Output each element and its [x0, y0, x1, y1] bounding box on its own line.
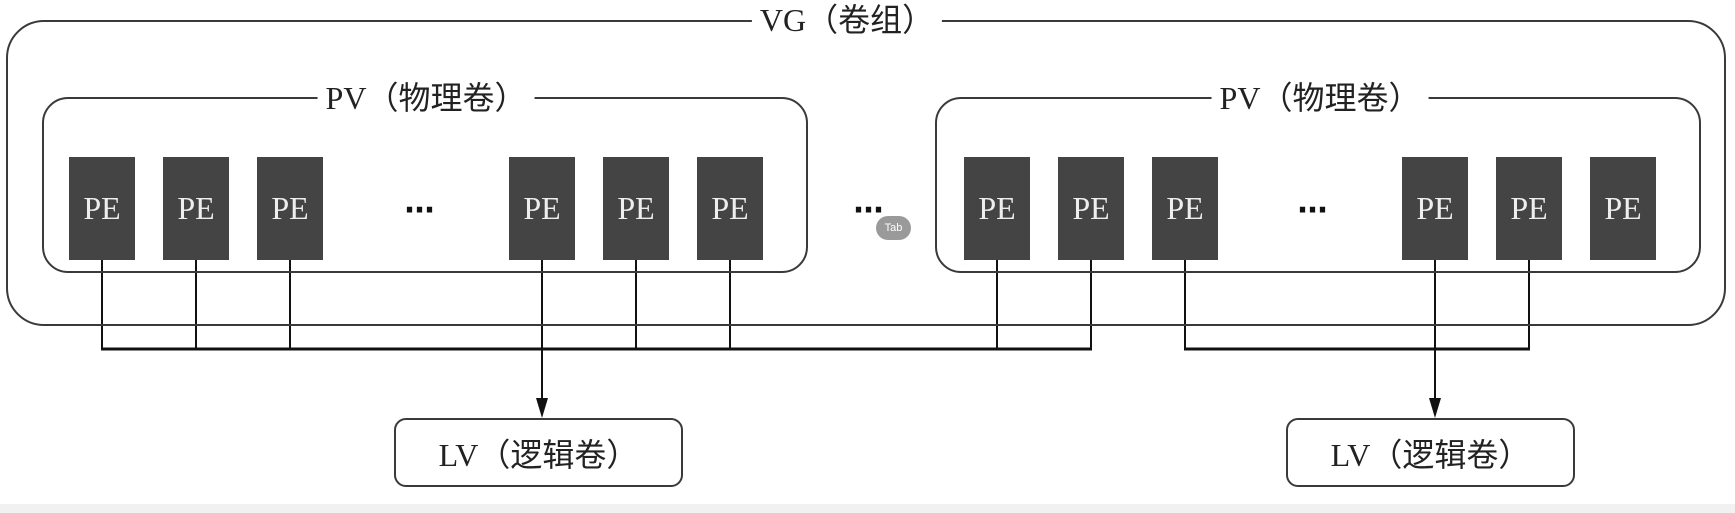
vg-label: VG（卷组） — [751, 0, 943, 40]
pe-block: PE — [509, 157, 575, 260]
ellipsis-right: … — [1297, 185, 1329, 221]
lv-box-left: LV（逻辑卷） — [394, 418, 683, 487]
pv-label-right: PV（物理卷） — [1211, 78, 1429, 118]
ellipsis-middle: … — [853, 185, 885, 221]
pe-block: PE — [1058, 157, 1124, 260]
pe-block: PE — [697, 157, 763, 260]
pe-block: PE — [964, 157, 1030, 260]
pe-block: PE — [603, 157, 669, 260]
ellipsis-left: … — [404, 185, 436, 221]
pe-block: PE — [69, 157, 135, 260]
lv-box-right: LV（逻辑卷） — [1286, 418, 1575, 487]
tab-key-badge: Tab — [876, 216, 911, 240]
pe-block: PE — [1402, 157, 1468, 260]
pe-block: PE — [1152, 157, 1218, 260]
bottom-bar — [0, 504, 1735, 513]
pe-block: PE — [1590, 157, 1656, 260]
pe-block: PE — [1496, 157, 1562, 260]
pe-block: PE — [163, 157, 229, 260]
pv-label-left: PV（物理卷） — [317, 78, 535, 118]
pe-block: PE — [257, 157, 323, 260]
